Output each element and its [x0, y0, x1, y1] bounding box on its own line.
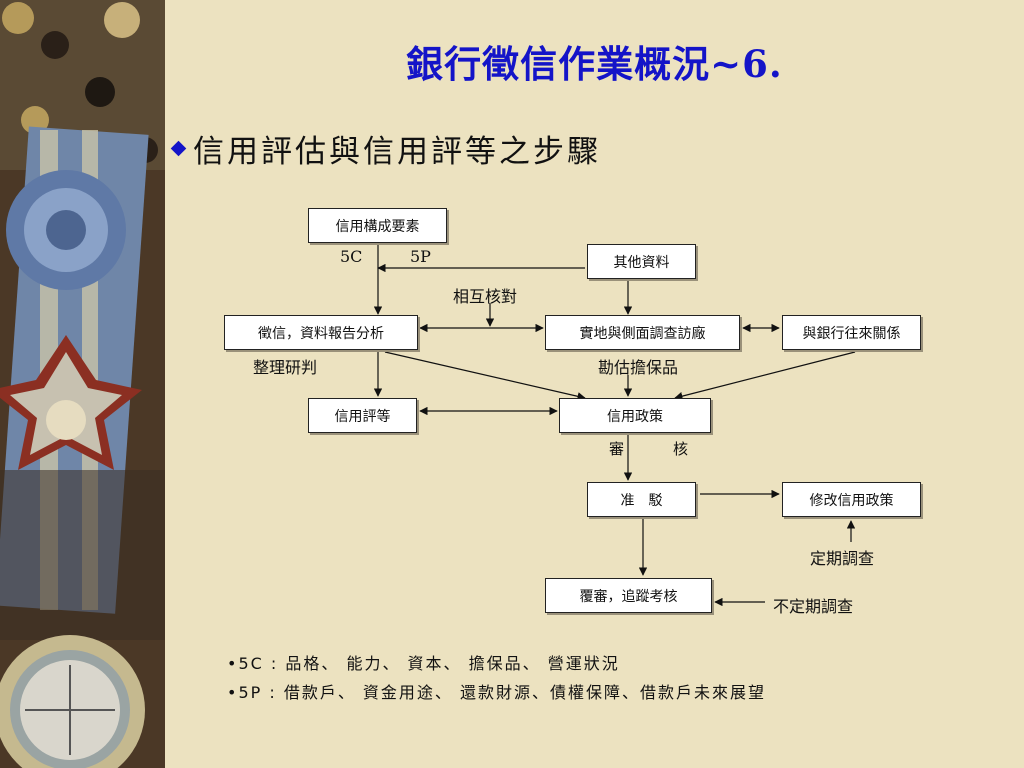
- box-review-tracking: 覆審，追蹤考核: [545, 578, 712, 613]
- box-credit-rating-label: 信用評等: [334, 408, 391, 425]
- label-5p: 5P: [410, 247, 431, 266]
- label-review-left: 審: [609, 440, 625, 458]
- note-5c: •5C : 品格、 能力、 資本、 擔保品、 營運狀況: [227, 654, 620, 673]
- box-field-survey: 實地與側面調查訪廠: [545, 315, 740, 350]
- flow-arrows: [373, 243, 856, 607]
- label-5c: 5C: [340, 247, 363, 266]
- box-bank-relations: 與銀行往來關係: [782, 315, 921, 350]
- label-collateral: 勘估擔保品: [598, 358, 679, 377]
- medal-compass-image: [0, 0, 165, 768]
- decorative-photo-strip: [0, 0, 165, 768]
- box-bank-relations-label: 與銀行往來關係: [802, 325, 901, 342]
- slide-title: 銀行徵信作業概況~6.: [406, 42, 783, 86]
- box-credit-elements-label: 信用構成要素: [335, 218, 420, 235]
- box-field-survey-label: 實地與側面調查訪廠: [579, 325, 706, 342]
- box-modify-policy-label: 修改信用政策: [809, 492, 894, 509]
- box-other-data-label: 其他資料: [613, 254, 670, 271]
- box-credit-policy-label: 信用政策: [607, 408, 663, 425]
- slide-content: 銀行徵信作業概況~6. 信用評估與信用評等之步驟: [165, 0, 1024, 768]
- label-review-right: 核: [673, 440, 689, 458]
- box-modify-policy: 修改信用政策: [782, 482, 921, 517]
- box-other-data: 其他資料: [587, 244, 696, 279]
- label-cross-check: 相互核對: [453, 287, 518, 306]
- box-approve-reject: 准 駁: [587, 482, 696, 517]
- box-approve-reject-label: 准 駁: [620, 492, 663, 509]
- box-credit-elements: 信用構成要素: [308, 208, 447, 243]
- box-credit-report-label: 徵信，資料報告分析: [258, 325, 384, 342]
- box-credit-rating: 信用評等: [308, 398, 417, 433]
- box-review-tracking-label: 覆審，追蹤考核: [579, 588, 678, 605]
- box-credit-policy: 信用政策: [559, 398, 711, 433]
- label-irregular: 不定期調查: [773, 597, 854, 616]
- box-credit-report: 徵信，資料報告分析: [224, 315, 418, 350]
- slide-heading: 信用評估與信用評等之步驟: [193, 134, 601, 170]
- label-organize: 整理研判: [253, 358, 318, 377]
- label-periodic: 定期調查: [810, 549, 875, 568]
- note-5p: •5P : 借款戶、 資金用途、 還款財源、債權保障、借款戶未來展望: [227, 683, 767, 702]
